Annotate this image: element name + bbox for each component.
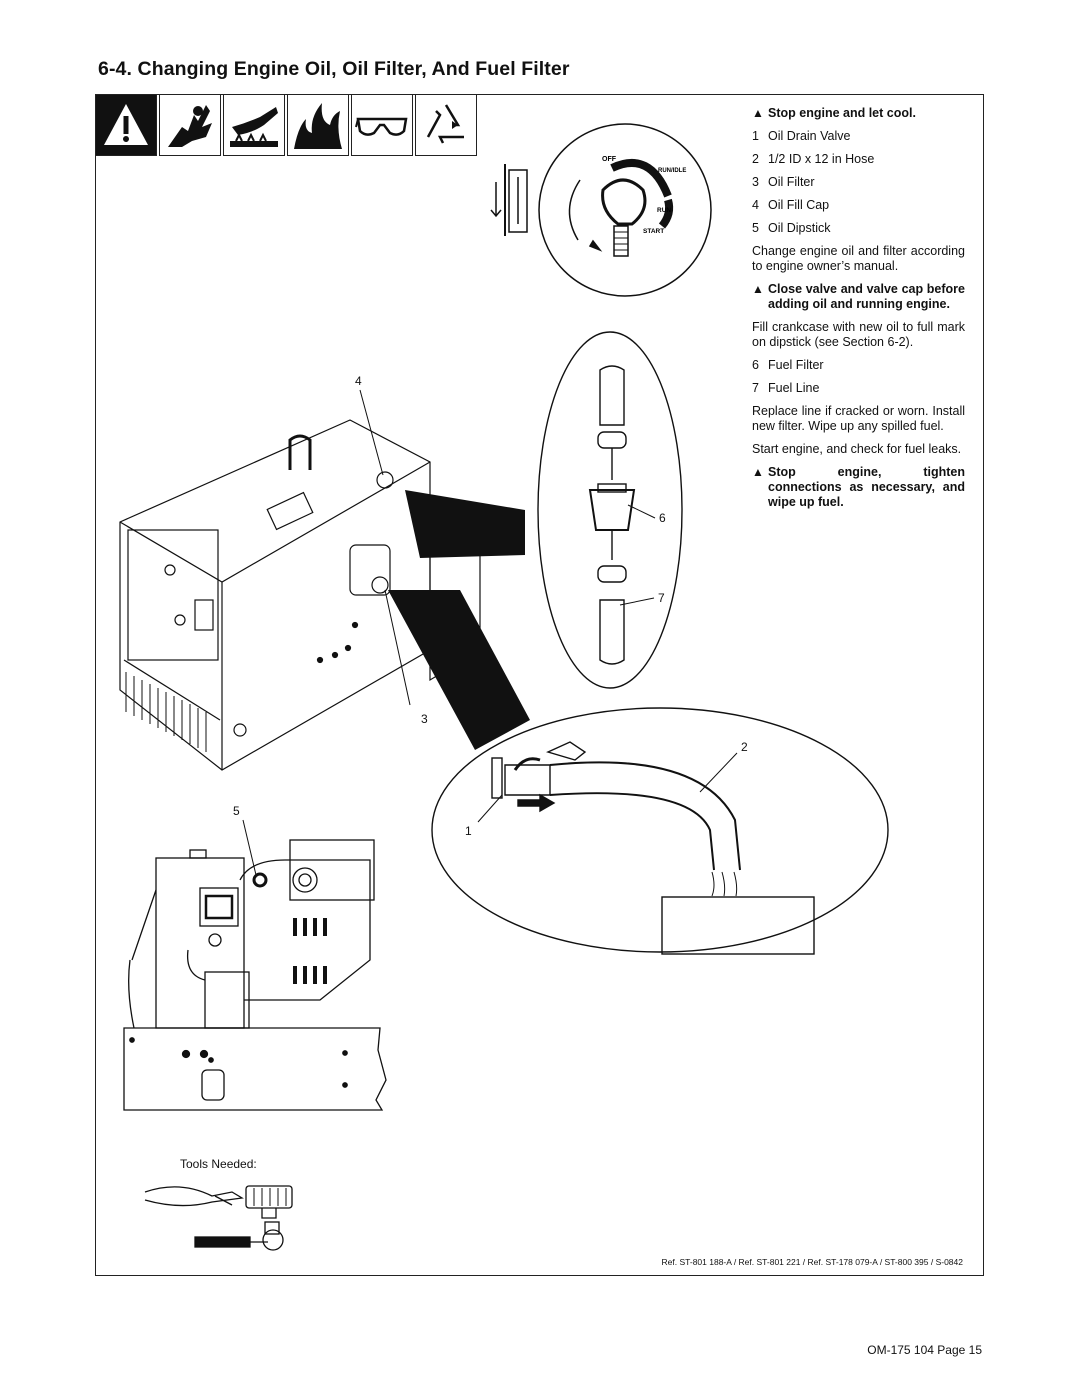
fuel-filter-detail [537, 331, 683, 689]
oil-drain-hose-detail [431, 707, 889, 955]
recycle-icon [415, 94, 477, 156]
warning-triangle-icon [95, 94, 157, 156]
callout-4: 4 [355, 374, 362, 388]
paragraph-fill-crankcase: Fill crankcase with new oil to full mark… [752, 320, 965, 349]
fire-flame-icon [287, 94, 349, 156]
reference-numbers: Ref. ST-801 188-A / Ref. ST-801 221 / Re… [661, 1257, 963, 1267]
warning-stop-engine: ▲ Stop engine and let cool. [752, 106, 916, 120]
engine-dipstick-drawing [123, 839, 387, 1111]
hazard-symbol-strip [95, 94, 477, 157]
tools-needed-drawing [144, 1185, 293, 1251]
callout-2: 2 [741, 740, 748, 754]
engine-switch-diagram [538, 123, 712, 297]
page-footer: OM-175 104 Page 15 [867, 1343, 982, 1357]
callout-wedge-drain [388, 590, 530, 750]
warning-triangle-icon: ▲ [752, 282, 764, 296]
thermometer-icon [490, 164, 528, 236]
hot-surface-hand-icon [223, 94, 285, 156]
paragraph-change-oil: Change engine oil and filter according t… [752, 244, 965, 273]
warning-tighten-connections: ▲ Stop engine, tighten connections as ne… [752, 465, 965, 509]
section-title: 6-4. Changing Engine Oil, Oil Filter, An… [98, 58, 570, 80]
callout-leaders [242, 389, 738, 876]
warning-close-valve: ▲ Close valve and valve cap before addin… [752, 282, 965, 311]
tools-needed-label: Tools Needed: [180, 1157, 257, 1171]
callout-1: 1 [465, 824, 472, 838]
switch-label-start: START [643, 228, 664, 235]
warning-triangle-icon: ▲ [752, 465, 764, 479]
callout-wedge-fuel [405, 490, 525, 558]
paragraph-replace-line: Replace line if cracked or worn. Install… [752, 404, 965, 433]
hot-parts-burn-hand-icon [159, 94, 221, 156]
safety-glasses-icon [351, 94, 413, 156]
callout-7: 7 [658, 591, 665, 605]
callout-6: 6 [659, 511, 666, 525]
switch-label-off: OFF [602, 156, 617, 163]
content-frame [95, 94, 984, 1276]
warning-triangle-icon: ▲ [752, 106, 764, 120]
switch-label-run: RUN [657, 207, 671, 214]
paragraph-check-leaks: Start engine, and check for fuel leaks. [752, 442, 962, 456]
switch-label-run-idle: RUN/IDLE [658, 168, 686, 174]
callout-5: 5 [233, 804, 240, 818]
callout-3: 3 [421, 712, 428, 726]
